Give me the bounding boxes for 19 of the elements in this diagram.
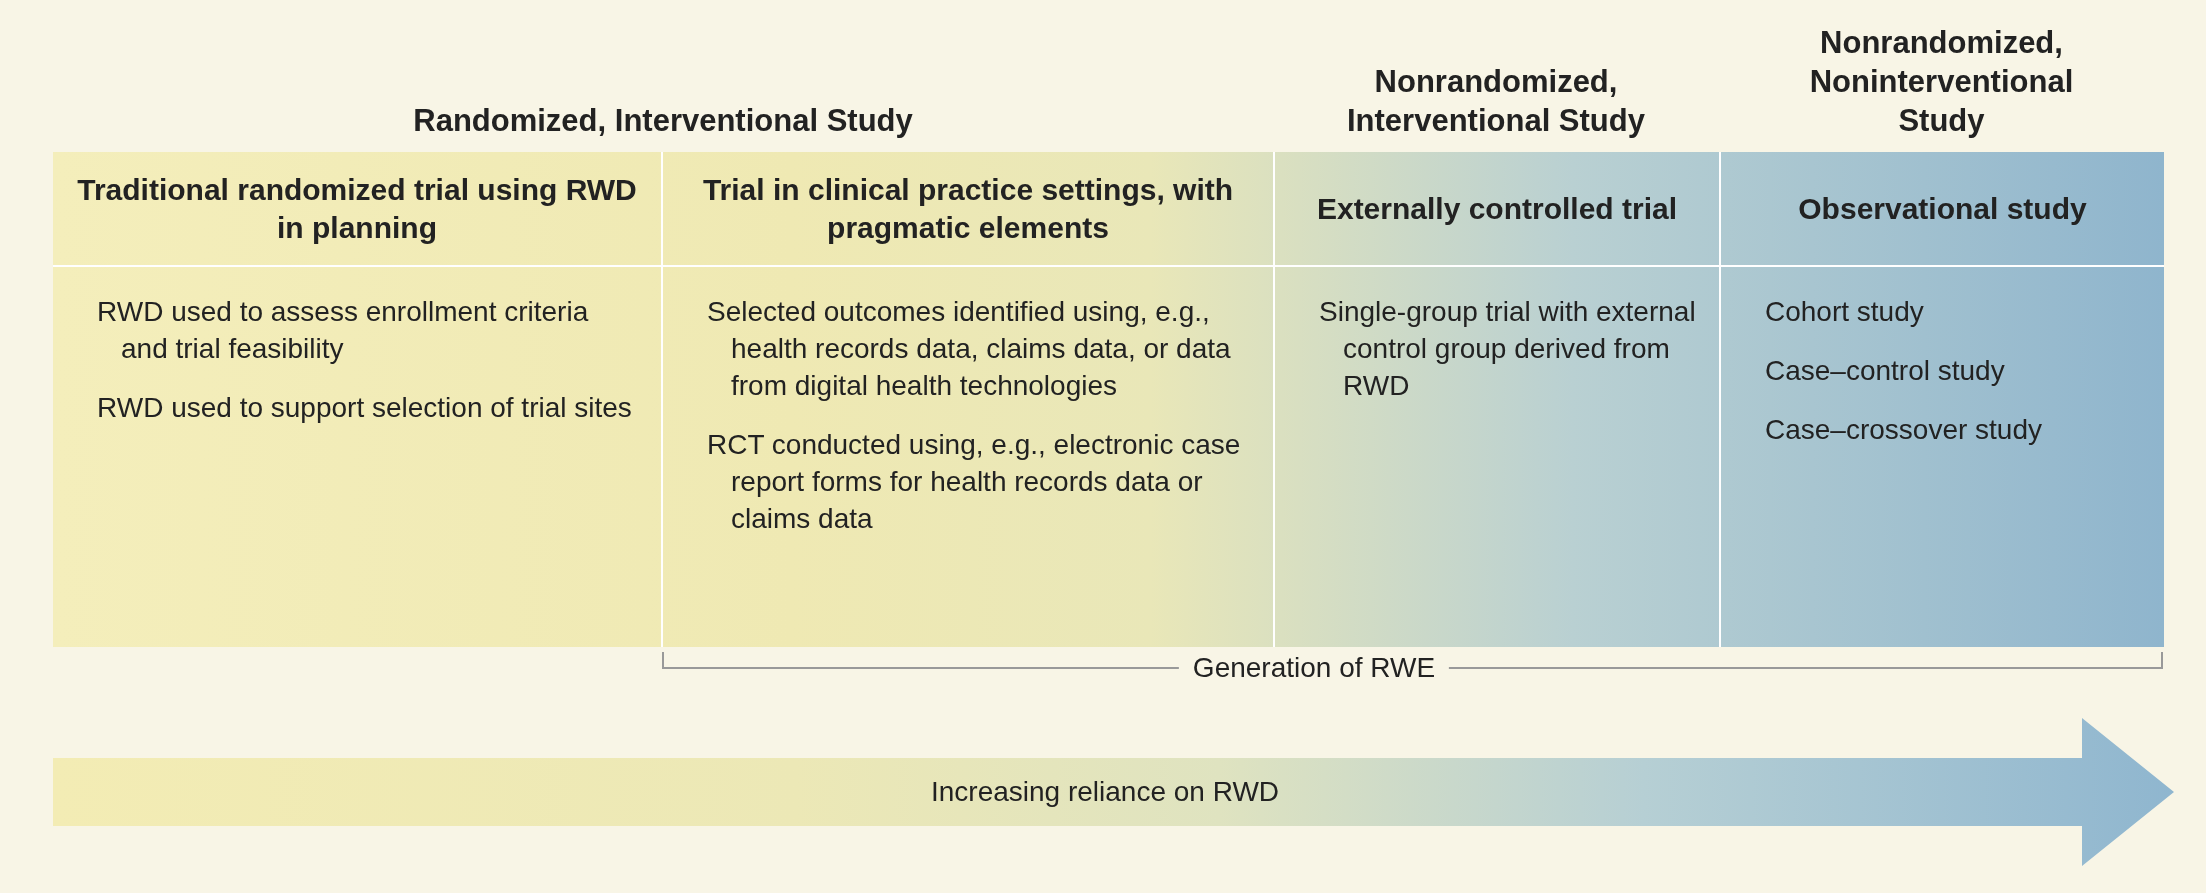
cell-text: Single-group trial with external control group derived from RWD: [1319, 295, 1697, 403]
column-heading: Observational study: [1721, 152, 2164, 267]
arrow-label: Increasing reliance on RWD: [930, 775, 1280, 809]
column-heading: Trial in clinical practice settings, with pragmatic elements: [663, 152, 1273, 267]
table-column: [1273, 152, 1719, 647]
cell-text: Case–control study: [1765, 354, 2006, 388]
cell-text: Selected outcomes identified using, e.g., health records data, claims data, or data from digital health technologies: [707, 295, 1232, 403]
cell-text: Case–crossover study: [1765, 413, 2043, 447]
group-heading: Nonrandomized, Noninterventional Study: [1808, 24, 2075, 140]
column-heading: Traditional randomized trial using RWD in planning: [53, 152, 661, 267]
cell-text: RCT conducted using, e.g., electronic case report forms for health records data or claims data: [707, 428, 1242, 536]
column-heading: Externally controlled trial: [1275, 152, 1719, 267]
group-heading: Randomized, Interventional Study: [412, 102, 914, 140]
cell-text: Cohort study: [1765, 295, 1925, 329]
cell-text: RWD used to assess enrollment criteria and trial feasibility: [97, 295, 590, 366]
group-heading: Nonrandomized, Interventional Study: [1346, 63, 1646, 140]
table-column: [661, 152, 1273, 647]
cell-text: RWD used to support selection of trial sites: [97, 391, 633, 425]
table-column: [1719, 152, 2164, 647]
